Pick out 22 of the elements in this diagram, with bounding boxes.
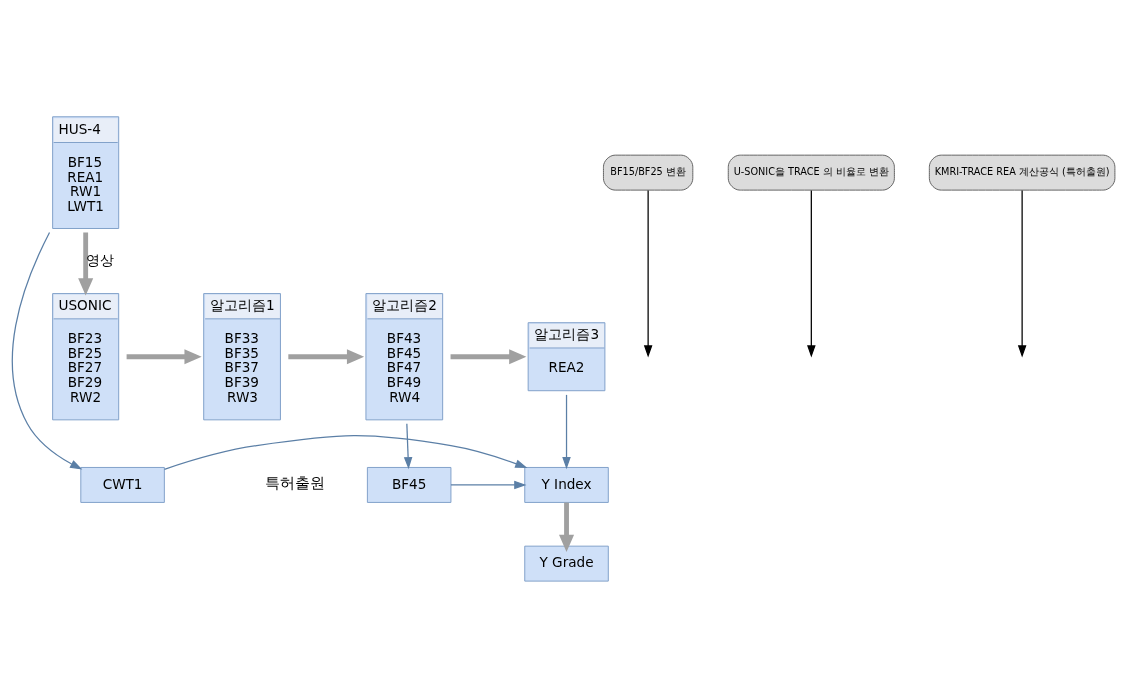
arrow xyxy=(450,480,527,490)
arrow xyxy=(807,189,816,358)
arrow xyxy=(126,349,202,365)
edge-label: 영상 xyxy=(85,251,114,268)
arrow xyxy=(288,349,365,365)
arrow xyxy=(643,189,653,358)
arrow xyxy=(163,435,528,470)
arrow xyxy=(450,349,527,365)
node-box: BF45 xyxy=(366,466,452,503)
node-box: Y Index xyxy=(524,466,609,503)
arrow xyxy=(78,232,94,296)
node-box: KMRI-TRACE REA 계산공식 (특허출원) xyxy=(928,154,1116,191)
arrow xyxy=(11,231,83,470)
arrow xyxy=(559,502,575,553)
arrow xyxy=(562,394,571,470)
node-box: U-SONIC을 TRACE 의 비율로 변환 xyxy=(727,154,895,191)
arrow xyxy=(403,423,413,470)
node-box: BF15/BF25 변환 xyxy=(602,154,694,191)
node-box: Y Grade xyxy=(524,545,609,582)
arrow xyxy=(1017,189,1027,358)
node-box: CWT1 xyxy=(80,466,165,503)
label: 특허출원 xyxy=(264,474,325,492)
